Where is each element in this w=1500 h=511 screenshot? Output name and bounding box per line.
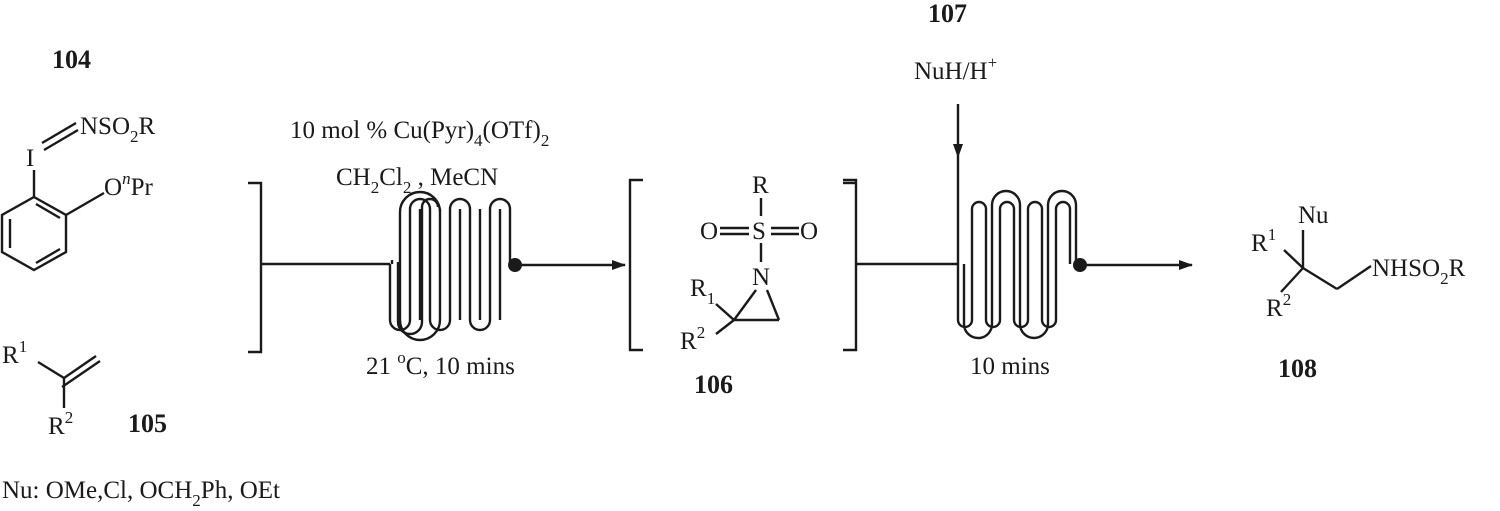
product-r1: R1 bbox=[1251, 225, 1276, 257]
i-n-bond-1 bbox=[41, 121, 77, 145]
nitrogen-atom: N bbox=[752, 264, 770, 291]
oxygen-left: O bbox=[700, 218, 718, 245]
c-r2-bond-108 bbox=[1280, 267, 1304, 293]
reactor-coil-1-outer bbox=[390, 197, 440, 336]
nucleophile-nu: Nu bbox=[1298, 202, 1329, 229]
c-ch2-bond bbox=[1302, 266, 1338, 291]
i-n-bond-2 bbox=[43, 128, 79, 152]
solvent-text: CH2Cl2 , MeCN bbox=[336, 164, 498, 197]
reactor-coil-2 bbox=[956, 189, 1078, 340]
compound-108: Nu R1 R2 NHSO2R 108 bbox=[1251, 202, 1466, 383]
bracket-106-right bbox=[843, 178, 858, 352]
oxygen-right: O bbox=[800, 218, 818, 245]
benzene-double-2 bbox=[35, 247, 61, 265]
sulfonyl-r: R bbox=[752, 172, 769, 199]
r1-c-bond-108 bbox=[1283, 249, 1304, 269]
catalyst-text: 10 mol % Cu(Pyr)4(OTf)2 bbox=[290, 117, 549, 150]
flow-reactor-2: 107 NuH/H+ 10 mins bbox=[843, 0, 1193, 380]
label-105: 105 bbox=[128, 409, 167, 438]
benzene-ring bbox=[0, 195, 68, 272]
aziridine-n-c2 bbox=[765, 289, 781, 321]
propoxy-group: OnPr bbox=[104, 169, 153, 201]
sulfonylimine-group: NSO2R bbox=[80, 113, 156, 146]
conditions-text: 21 oC, 10 mins bbox=[366, 348, 515, 380]
compound-106: R S O O N R1 R2 106 bbox=[628, 172, 858, 399]
benzene-double-3 bbox=[35, 202, 61, 220]
flow-reactor-1: 10 mol % Cu(Pyr)4(OTf)2 CH2Cl2 , MeCN 21… bbox=[248, 117, 626, 380]
alkene-r2: R2 bbox=[48, 408, 73, 440]
aziridine-n-c1 bbox=[733, 289, 757, 321]
r1-c-bond bbox=[37, 360, 65, 380]
compound-105: R1 R2 105 bbox=[2, 337, 167, 440]
alkene-double-1 bbox=[63, 355, 97, 379]
aziridine-r2: R2 bbox=[680, 323, 705, 355]
label-104: 104 bbox=[52, 45, 91, 74]
compound-104: 104 I NSO2R OnPr bbox=[0, 45, 156, 272]
ch2-n-bond bbox=[1336, 265, 1372, 290]
reactor-coil-1 bbox=[388, 190, 512, 342]
nucleophile-footnote: Nu: OMe,Cl, OCH2Ph, OEt bbox=[2, 477, 280, 510]
r1-bond bbox=[715, 303, 735, 321]
ring-o-bond bbox=[65, 191, 105, 217]
sulfur-atom: S bbox=[752, 218, 766, 245]
iodine-atom: I bbox=[26, 145, 34, 172]
label-107: 107 bbox=[928, 0, 967, 28]
aziridine-r1: R1 bbox=[690, 275, 715, 308]
label-108: 108 bbox=[1278, 354, 1317, 383]
alkene-double-2 bbox=[61, 360, 101, 388]
bracket-106-left bbox=[628, 178, 643, 352]
step2-time: 10 mins bbox=[970, 353, 1050, 380]
r2-bond bbox=[715, 319, 735, 335]
sulfonamide-group: NHSO2R bbox=[1372, 255, 1466, 288]
nucleophile-reagent: NuH/H+ bbox=[914, 53, 997, 85]
alkene-r1: R1 bbox=[2, 337, 27, 369]
label-106: 106 bbox=[694, 370, 733, 399]
bracket-left-1 bbox=[248, 181, 263, 354]
product-r2: R2 bbox=[1266, 290, 1291, 322]
